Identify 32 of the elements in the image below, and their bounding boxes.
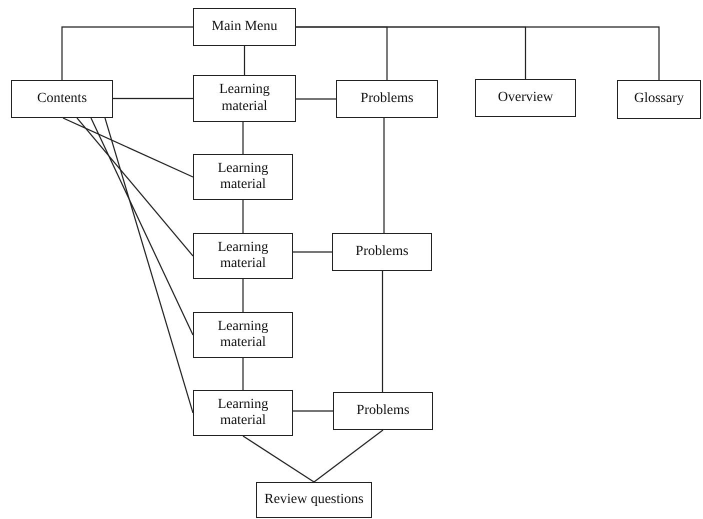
connector-line xyxy=(296,26,660,80)
connector-line xyxy=(113,98,193,100)
connector-line xyxy=(382,271,384,392)
menu-box: Learning material xyxy=(193,312,293,358)
menu-box: Problems xyxy=(336,80,438,118)
connector-line xyxy=(62,117,194,178)
menu-box: Glossary xyxy=(617,80,701,119)
menu-box: Overview xyxy=(475,79,576,117)
connector-line xyxy=(314,430,384,482)
connector-line xyxy=(293,251,332,253)
menu-box: Contents xyxy=(11,80,113,118)
connector-line xyxy=(242,279,244,312)
menu-box: Review questions xyxy=(256,482,372,518)
connector-line xyxy=(293,410,333,412)
connector-line xyxy=(90,118,194,336)
connector-line xyxy=(61,26,193,80)
menu-box: Main Menu xyxy=(193,8,296,46)
connector-line xyxy=(242,436,314,482)
menu-box: Learning material xyxy=(193,233,293,279)
connector-line xyxy=(383,118,385,233)
menu-box: Problems xyxy=(332,233,432,271)
connector-line xyxy=(104,118,194,414)
connector-line xyxy=(296,98,336,100)
menu-box: Learning material xyxy=(193,390,293,436)
connector-line xyxy=(76,118,194,256)
menu-box: Problems xyxy=(333,392,433,430)
connector-line xyxy=(244,46,246,75)
connector-line xyxy=(242,358,244,390)
connector-line xyxy=(242,200,244,233)
menu-box: Learning material xyxy=(193,75,296,122)
connector-line xyxy=(242,122,244,154)
menu-box: Learning material xyxy=(193,154,293,200)
